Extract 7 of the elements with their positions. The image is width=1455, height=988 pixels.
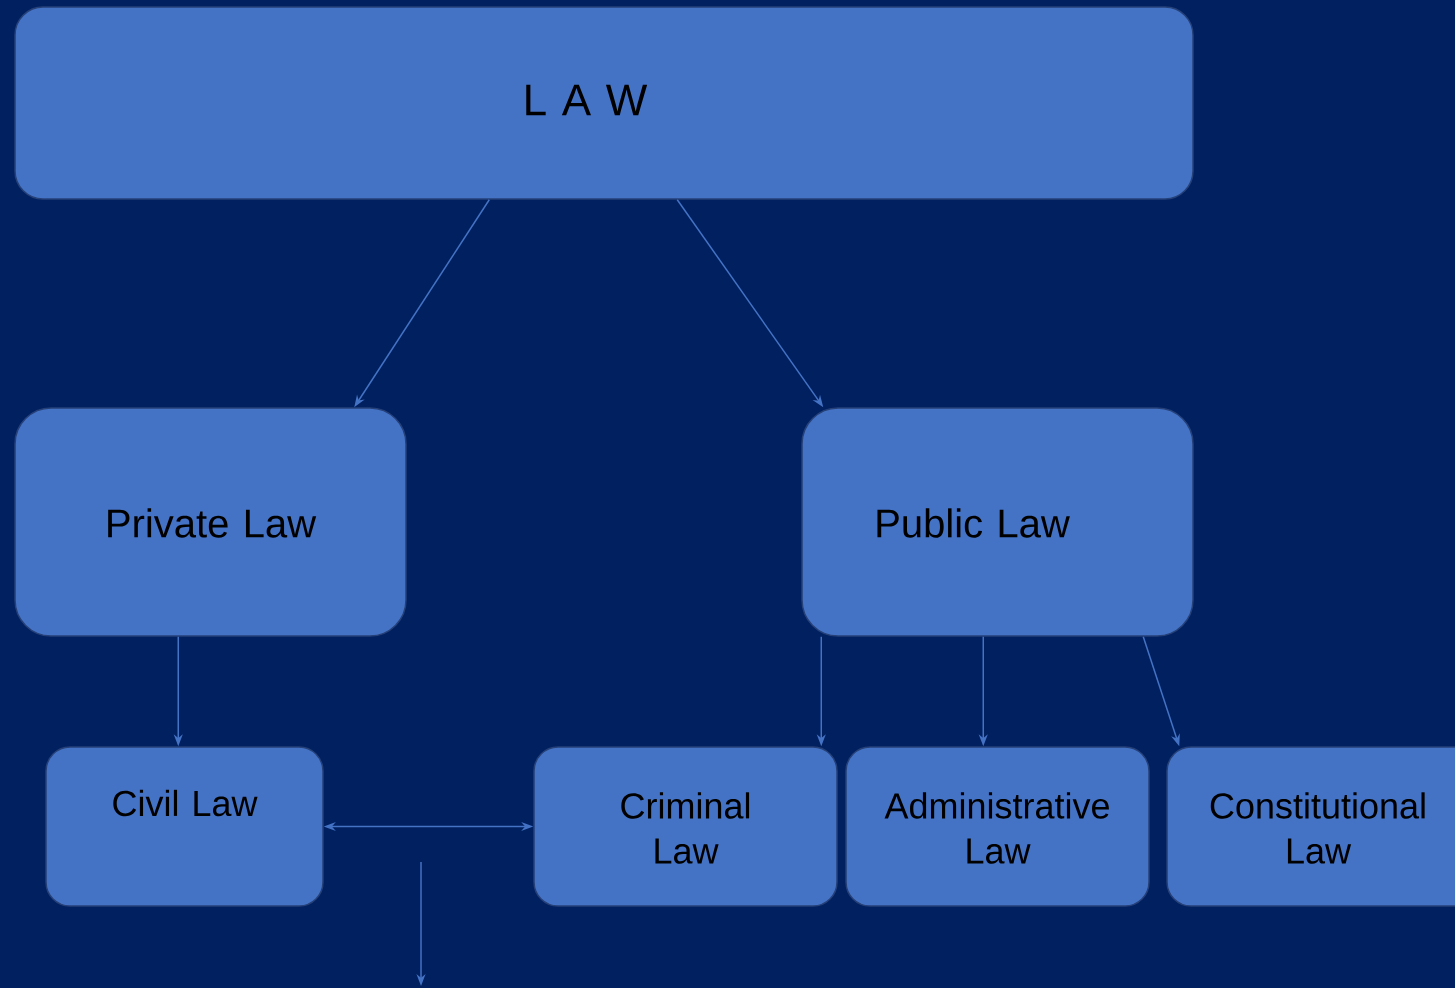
category-box: Administrative Law (845, 746, 1150, 907)
category-box: Constitutional Law (1166, 746, 1455, 907)
category-box: Criminal Law (533, 746, 838, 907)
category-box: Civil Law (45, 746, 324, 907)
category-box: Private Law (14, 407, 407, 637)
category-box: L A W (14, 6, 1194, 200)
category-box: Public Law (801, 407, 1194, 637)
